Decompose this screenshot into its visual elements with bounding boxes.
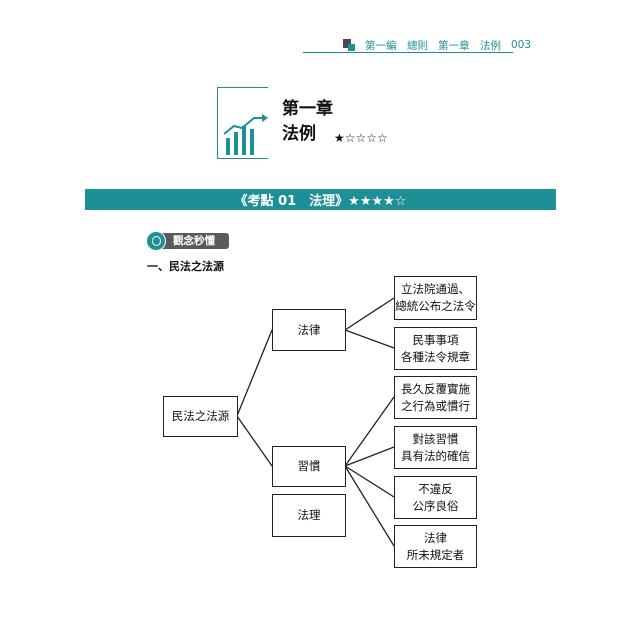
clock-icon — [146, 231, 166, 251]
chart-icon — [223, 114, 268, 155]
leaf-line: 總統公布之法令 — [395, 299, 476, 313]
leaf-node: 對該習慣具有法的確信 — [394, 426, 477, 469]
chapter-icon-frame — [217, 87, 268, 159]
header-part: 第一編 總則 — [365, 39, 428, 52]
leaf-line: 具有法的確信 — [401, 448, 470, 463]
leaf-line: 法律 — [424, 530, 447, 545]
leaf-line: 公序良俗 — [412, 498, 459, 513]
leaf-node: 不違反公序良俗 — [394, 476, 477, 519]
node-jurisprudence-label: 法理 — [297, 508, 321, 522]
running-header: 第一編 總則 第一章 法例 003 — [343, 36, 583, 54]
leaf-line: 各種法令規章 — [401, 349, 470, 364]
header-chapter: 第一章 法例 — [438, 39, 501, 52]
node-jurisprudence: 法理 — [272, 494, 346, 537]
leaf-line: 立法院通過、 — [401, 282, 470, 296]
leaf-node: 法律所未規定者 — [394, 525, 477, 568]
leaf-node: 立法院通過、總統公布之法令 — [394, 276, 477, 320]
topic-banner: 《考點 01 法理》★★★★☆ — [85, 189, 556, 210]
root-node: 民法之法源 — [163, 396, 238, 437]
header-rule — [303, 52, 513, 53]
leaf-line: 不違反 — [418, 481, 453, 496]
section-heading: 一、民法之法源 — [147, 260, 224, 273]
header-mark-icon — [343, 39, 355, 51]
leaf-line: 之行為或慣行 — [401, 398, 470, 413]
leaf-line: 民事事項 — [412, 332, 459, 347]
chapter-title: 第一章 — [282, 99, 333, 119]
leaf-line: 所未規定者 — [406, 547, 465, 562]
chapter-rating: ★☆☆☆☆ — [334, 131, 388, 145]
leaf-line: 對該習慣 — [412, 431, 459, 446]
chapter-subtitle: 法例 — [282, 124, 316, 144]
leaf-node: 長久反覆實施之行為或慣行 — [394, 376, 477, 419]
node-law-label: 法律 — [297, 322, 321, 337]
page-number: 003 — [511, 39, 532, 51]
node-law: 法律 — [272, 309, 346, 351]
tag-label: 觀念秒懂 — [173, 235, 215, 247]
node-custom-label: 習慣 — [297, 459, 321, 473]
node-custom: 習慣 — [272, 446, 346, 487]
leaf-line: 長久反覆實施 — [401, 381, 470, 396]
root-node-label: 民法之法源 — [171, 409, 230, 423]
leaf-node: 民事事項各種法令規章 — [394, 327, 477, 370]
concept-tag: 觀念秒懂 — [146, 231, 229, 251]
tag-background — [156, 233, 229, 249]
